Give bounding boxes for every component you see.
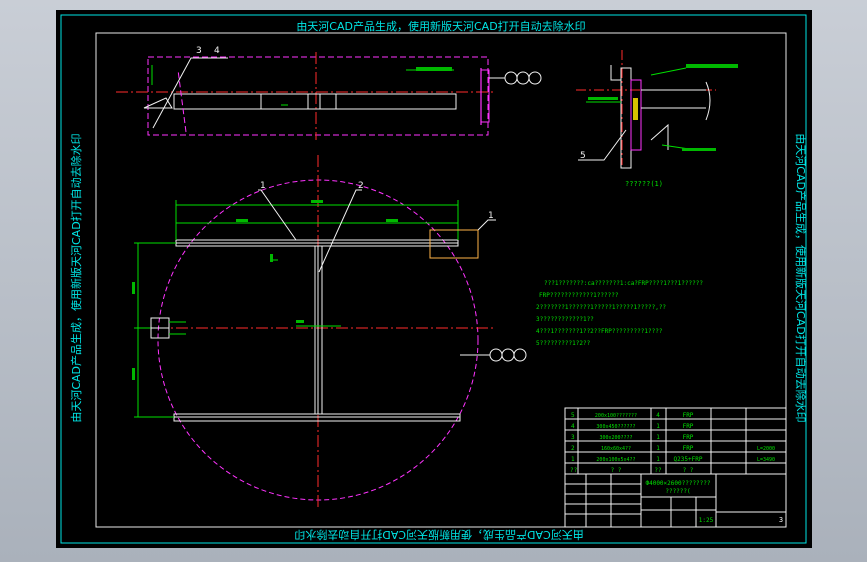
part-material: FRP [683, 445, 694, 452]
inner-frame [95, 32, 787, 528]
top-view-beam [173, 93, 457, 110]
part-remark: L=3490 [757, 457, 775, 463]
part-material: FRP [683, 412, 694, 419]
title-block: Ф4000×2600???????? ??????( 1:25 3 [564, 473, 787, 528]
part-qty: 1 [656, 423, 660, 430]
part-material: FRP [683, 423, 694, 430]
header-no: ?? [570, 467, 578, 474]
part-name: 300x450?????? [596, 424, 635, 430]
cad-viewport[interactable]: 由天河CAD产品生成，使用新版天河CAD打开自动去除水印 由天河CAD产品生成，… [56, 10, 812, 548]
header-material: ? ? [683, 467, 694, 474]
sheet-number: 3 [779, 516, 783, 524]
part-name: 160x60x4?? [601, 446, 631, 452]
detail-view: 5 ??????(1) [576, 50, 738, 188]
part-qty: 4 [656, 412, 660, 419]
drawing-canvas: 由天河CAD产品生成，使用新版天河CAD打开自动去除水印 由天河CAD产品生成，… [60, 14, 808, 544]
callout-leader-label-1: 1 [488, 211, 494, 221]
plan-view: 1 2 1 [132, 155, 527, 510]
top-view-boundary [147, 56, 489, 136]
note-line-5: 4???1???????1??2??FRP?????????1???? [536, 328, 663, 335]
note-line-3: 2???????1??????1?????1?????1?????,?? [536, 304, 666, 311]
detail-caption: ??????(1) [625, 180, 663, 188]
watermark-top: 由天河CAD产品生成，使用新版天河CAD打开自动去除水印 [296, 19, 585, 33]
drawing-scale: 1:25 [699, 517, 714, 524]
leader-label-5: 5 [580, 151, 586, 161]
part-name: 300x200???? [599, 435, 632, 441]
leader-label-4: 4 [214, 46, 220, 56]
header-qty: ?? [654, 467, 662, 474]
part-material: Q235+FRP [674, 456, 703, 463]
part-material: FRP [683, 434, 694, 441]
part-no: 2 [571, 445, 575, 452]
note-line-2: FRP????????????1?????? [539, 292, 619, 299]
plan-leader-label-1: 1 [260, 181, 266, 191]
technical-notes: ???1???????:ca???????1:ca?FRP????1???1??… [536, 280, 703, 347]
watermark-left: 由天河CAD产品生成，使用新版天河CAD打开自动去除水印 [69, 133, 83, 422]
part-qty: 1 [656, 434, 660, 441]
top-view: 3 4 [116, 46, 542, 140]
part-qty: 1 [656, 456, 660, 463]
watermark-right: 由天河CAD产品生成，使用新版天河CAD打开自动去除水印 [794, 133, 808, 422]
part-qty: 1 [656, 445, 660, 452]
header-name: ? ? [611, 467, 622, 474]
part-no: 4 [571, 423, 575, 430]
leader-label-3: 3 [196, 46, 202, 56]
detail-callout-box [429, 229, 479, 259]
drawing-subtitle: ??????( [665, 488, 690, 495]
part-no: 5 [571, 412, 575, 419]
part-name: 200x100??????? [595, 413, 637, 419]
part-no: 1 [571, 456, 575, 463]
note-line-6: 5?????????1?2?? [536, 340, 591, 347]
note-line-4: 3????????????1?? [536, 316, 594, 323]
outer-frame [60, 14, 807, 544]
part-no: 3 [571, 434, 575, 441]
note-line-1: ???1???????:ca???????1:ca?FRP????1???1??… [544, 280, 703, 287]
part-remark: L=2000 [757, 446, 775, 452]
parts-table: 5 200x100??????? 4 FRP 4 300x450?????? 1… [564, 407, 787, 475]
plan-leader-label-2: 2 [358, 181, 364, 191]
drawing-title: Ф4000×2600???????? [645, 480, 710, 487]
watermark-bottom: 由天河CAD产品生成，使用新版天河CAD打开自动去除水印 [294, 528, 583, 542]
part-name: 200x100x5x4?? [596, 457, 635, 463]
